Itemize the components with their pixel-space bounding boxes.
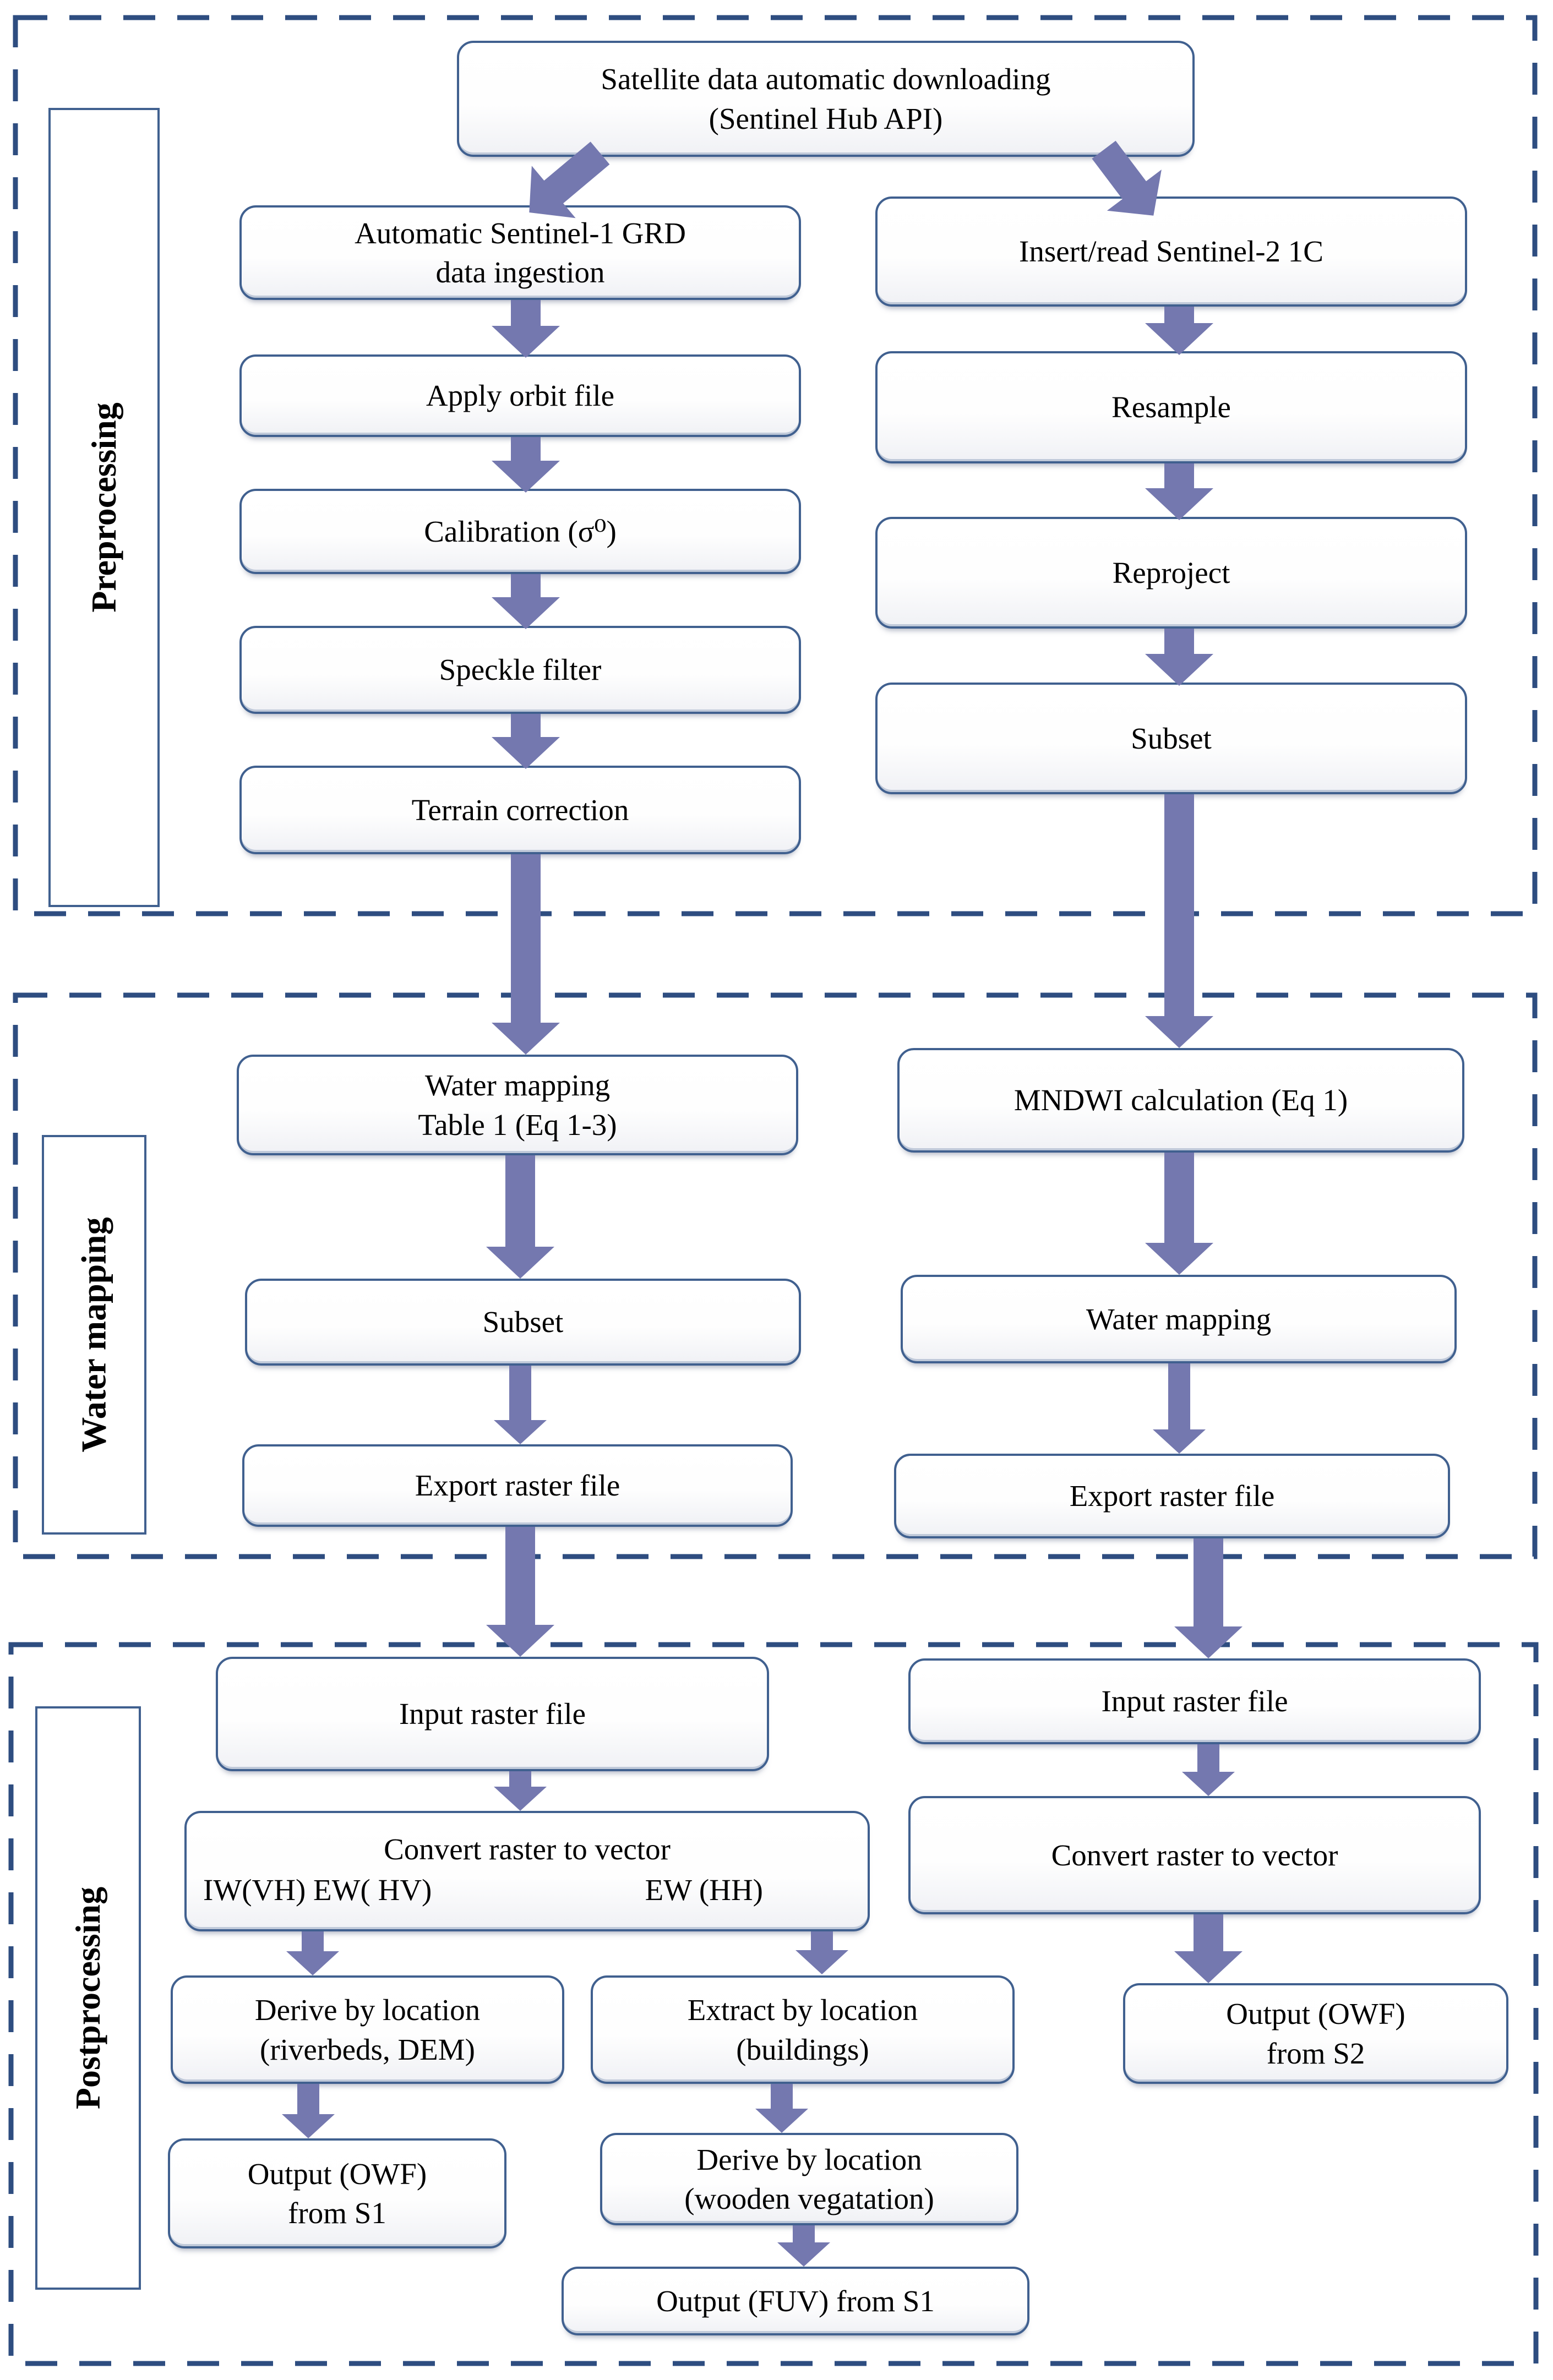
step-extract-buildings: Extract by location (buildings) (591, 1975, 1015, 2084)
arrow-down-icon (1182, 1744, 1235, 1796)
step-subset-s2: Subset (875, 683, 1467, 794)
arrow-down-icon (492, 574, 560, 629)
step-output-owf-s1: Output (OWF) from S1 (168, 2138, 506, 2248)
step-label: Subset (482, 1305, 564, 1339)
step-label: Convert raster to vector (1051, 1838, 1338, 1872)
step-label: Input raster file (399, 1697, 586, 1731)
step-label: Export raster file (415, 1469, 620, 1503)
step-apply-orbit-file: Apply orbit file (239, 354, 801, 437)
arrow-down-icon (492, 714, 560, 769)
arrow-down-icon (494, 1366, 547, 1444)
arrow-down-icon (492, 437, 560, 493)
step-output-fuv-s1: Output (FUV) from S1 (562, 2267, 1029, 2335)
step-label: Subset (1131, 721, 1212, 755)
arrow-down-icon (1145, 629, 1213, 686)
step-input-raster-s1: Input raster file (216, 1657, 769, 1771)
step-convert-raster-s1: Convert raster to vector IW(VH) EW( HV) … (184, 1811, 870, 1931)
arrow-down-icon (486, 1155, 554, 1279)
step-derive-riverbeds: Derive by location (riverbeds, DEM) (171, 1975, 564, 2084)
step-mndwi-calculation: MNDWI calculation (Eq 1) (897, 1048, 1464, 1153)
step-label: Water mapping (1086, 1302, 1272, 1336)
step-input-raster-s2: Input raster file (908, 1658, 1481, 1744)
arrow-down-icon (486, 1527, 554, 1657)
step-satellite-download: Satellite data automatic downloading (Se… (457, 41, 1195, 157)
step-calibration: Calibration (σ⁰) (239, 489, 801, 574)
step-label: Water mapping Table 1 (Eq 1-3) (418, 1068, 617, 1142)
step-resample: Resample (875, 351, 1467, 463)
step-derive-wooden-vegetation: Derive by location (wooden vegatation) (600, 2133, 1018, 2225)
step-speckle-filter: Speckle filter (239, 626, 801, 714)
step-label: Satellite data automatic downloading (Se… (601, 62, 1051, 135)
arrow-down-icon (1174, 1538, 1243, 1658)
step-label: Output (OWF) from S1 (247, 2157, 427, 2230)
step-convert-raster-s2: Convert raster to vector (908, 1796, 1481, 1914)
arrow-down-icon (1153, 1363, 1206, 1454)
postprocessing-section-label-text: Postprocessing (68, 1886, 107, 2110)
step-label: Export raster file (1069, 1479, 1275, 1513)
step-label: Input raster file (1101, 1684, 1288, 1718)
step-label: Apply orbit file (426, 379, 615, 413)
step-label: Output (OWF) from S2 (1226, 1997, 1405, 2070)
step-s1-grd-ingestion: Automatic Sentinel-1 GRD data ingestion (239, 205, 801, 300)
preprocessing-section-border (13, 15, 1538, 916)
step-label: Resample (1111, 390, 1231, 424)
convert-modes-row: IW(VH) EW( HV) EW (HH) (187, 1870, 868, 1910)
arrow-down-icon (1145, 794, 1213, 1048)
arrow-down-icon (1145, 1153, 1213, 1275)
arrow-down-icon (1145, 463, 1213, 520)
step-export-raster-s2: Export raster file (894, 1454, 1450, 1538)
arrow-down-icon (1145, 307, 1213, 355)
step-label: Insert/read Sentinel-2 1C (1019, 234, 1323, 269)
arrow-down-icon (777, 2225, 830, 2267)
step-export-raster-s1: Export raster file (242, 1444, 793, 1527)
preprocessing-section-label: Preprocessing (48, 108, 160, 907)
arrow-down-icon (492, 854, 560, 1055)
step-reproject: Reproject (875, 517, 1467, 629)
step-water-mapping-s2: Water mapping (901, 1275, 1457, 1363)
arrow-down-icon (755, 2084, 808, 2133)
step-label: Calibration (σ⁰) (424, 514, 617, 548)
arrow-down-icon (492, 300, 560, 358)
water-mapping-section-label: Water mapping (42, 1135, 146, 1535)
mode-ew-hh-label: EW (HH) (645, 1873, 763, 1907)
arrow-down-icon (795, 1931, 848, 1974)
arrow-down-icon (282, 2084, 335, 2138)
step-terrain-correction: Terrain correction (239, 766, 801, 854)
step-label: Extract by location (buildings) (687, 1993, 918, 2066)
step-label: Derive by location (riverbeds, DEM) (254, 1993, 481, 2066)
postprocessing-section-label: Postprocessing (35, 1706, 141, 2290)
step-label: MNDWI calculation (Eq 1) (1013, 1083, 1348, 1117)
water-mapping-section-border (13, 992, 1538, 1559)
step-output-owf-s2: Output (OWF) from S2 (1123, 1983, 1508, 2084)
step-s2-insert-read: Insert/read Sentinel-2 1C (875, 196, 1467, 307)
postprocessing-section-border (8, 1642, 1539, 2366)
step-water-mapping-s1: Water mapping Table 1 (Eq 1-3) (237, 1055, 798, 1155)
mode-iw-ew-label: IW(VH) EW( HV) (203, 1873, 432, 1907)
step-label: Automatic Sentinel-1 GRD data ingestion (355, 216, 686, 290)
step-subset-water-s1: Subset (245, 1279, 801, 1366)
preprocessing-section-label-text: Preprocessing (84, 402, 123, 613)
step-label: Terrain correction (411, 793, 629, 827)
step-label: Output (FUV) from S1 (656, 2284, 935, 2318)
water-mapping-section-label-text: Water mapping (74, 1217, 113, 1453)
arrow-down-icon (286, 1931, 339, 1975)
arrow-down-icon (1174, 1914, 1243, 1983)
step-label: Convert raster to vector (384, 1832, 671, 1866)
step-label: Derive by location (wooden vegatation) (684, 2142, 934, 2216)
arrow-down-icon (494, 1771, 547, 1811)
step-label: Reproject (1112, 555, 1230, 589)
step-label: Speckle filter (439, 653, 602, 687)
